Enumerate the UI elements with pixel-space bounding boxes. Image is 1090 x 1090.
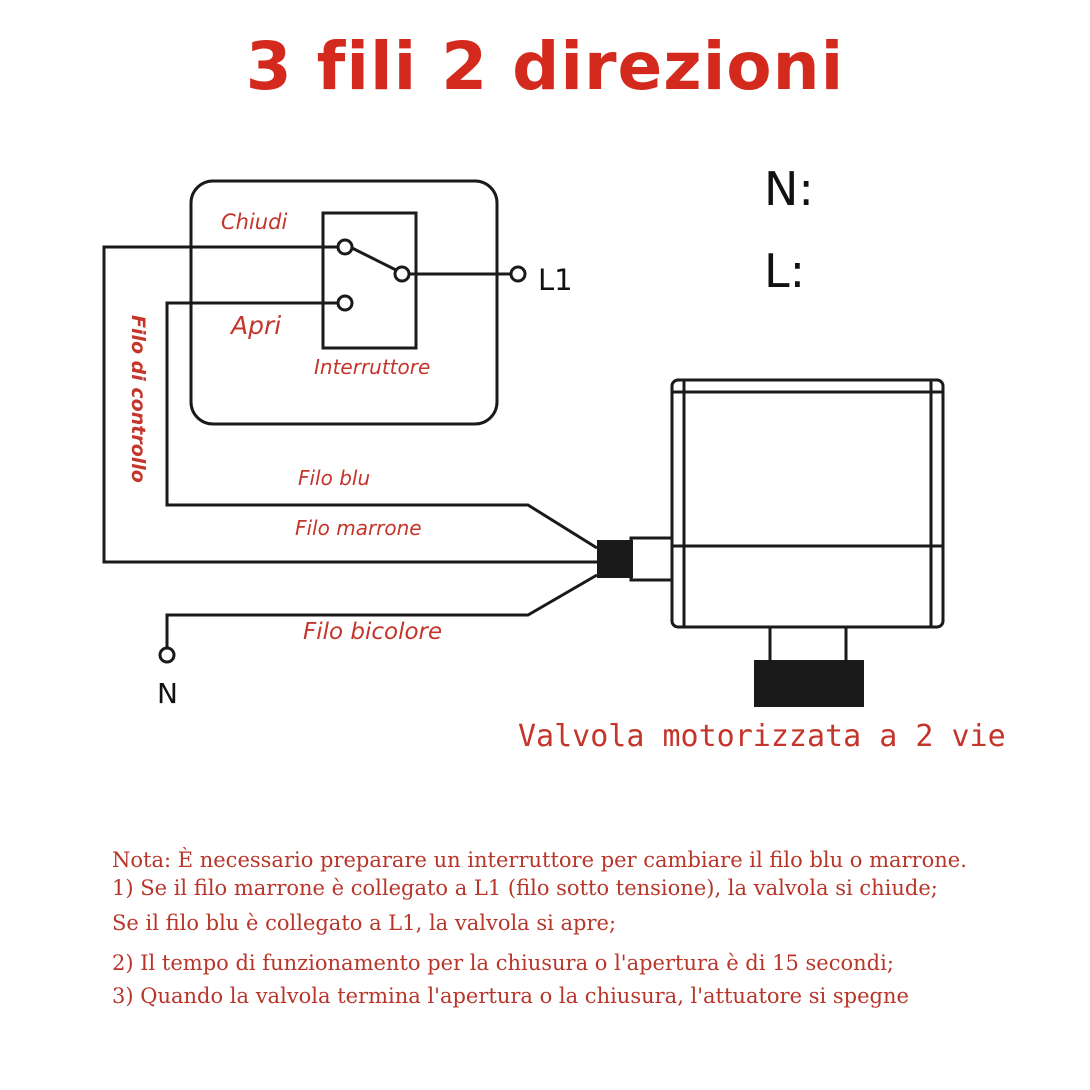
valve-label: Valvola motorizzata a 2 vie (518, 719, 1006, 754)
wire-connector (597, 540, 633, 578)
bicolor-wire (165, 573, 598, 648)
l1-label: L1 (538, 263, 573, 297)
note-line: 1) Se il filo marrone è collegato a L1 (… (112, 876, 938, 901)
bicolor-wire-label: Filo bicolore (303, 619, 442, 645)
notes-block: Nota: È necessario preparare un interrut… (112, 848, 1087, 1009)
common-contact (393, 265, 411, 283)
valve-connector-stub (629, 536, 674, 582)
note-line: Se il filo blu è collegato a L1, la valv… (112, 911, 617, 936)
legend-n: N: (764, 162, 814, 216)
n-terminal (158, 646, 176, 664)
brown-wire (102, 245, 597, 564)
blue-wire (165, 301, 598, 550)
open-contact (336, 294, 354, 312)
valve-base (754, 660, 864, 707)
control-wire-label: Filo di controllo (127, 315, 149, 483)
legend-l: L: (764, 244, 805, 298)
close-label: Chiudi (221, 210, 287, 234)
blue-wire-label: Filo blu (298, 466, 370, 490)
close-contact (336, 238, 354, 256)
neutral-label: N (157, 677, 178, 710)
open-label: Apri (229, 311, 281, 340)
note-line: 2) Il tempo di funzionamento per la chiu… (112, 950, 894, 975)
l1-terminal (509, 265, 527, 283)
valve-actuator (670, 378, 945, 629)
note-line: 3) Quando la valvola termina l'apertura … (112, 983, 909, 1008)
brown-wire-label: Filo marrone (295, 516, 422, 540)
note-intro: Nota: È necessario preparare un interrut… (112, 848, 967, 872)
switch-lever (349, 245, 397, 272)
switch-name-label: Interruttore (314, 355, 430, 379)
switch-body (321, 211, 418, 350)
diagram-title: 3 fili 2 direzioni (245, 28, 845, 105)
